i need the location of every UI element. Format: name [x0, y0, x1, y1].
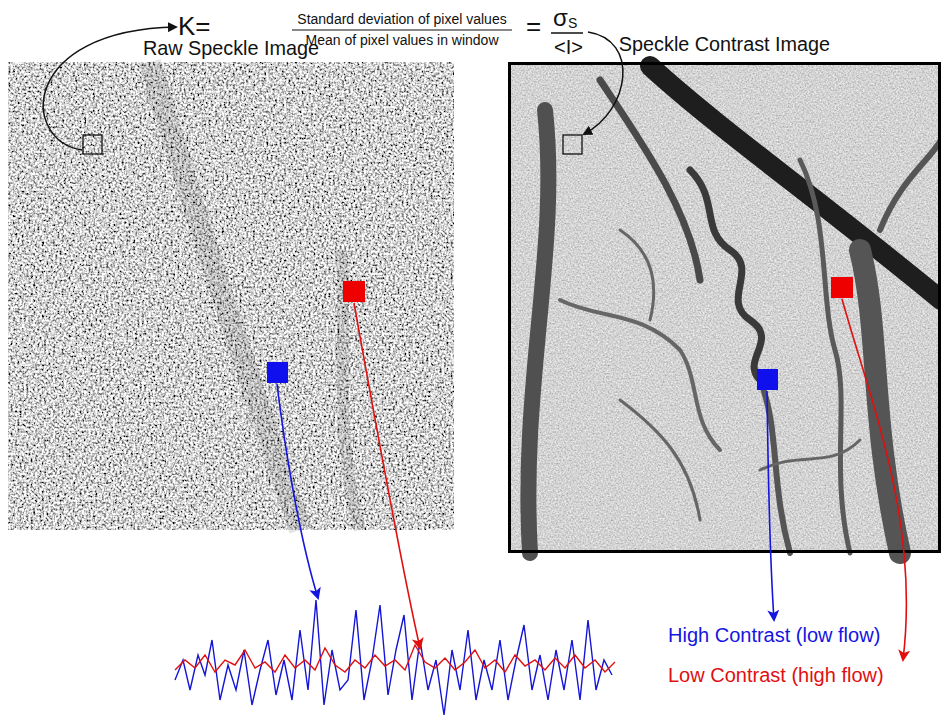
- leader-arrow: [354, 303, 420, 648]
- formula-arrow: [584, 32, 623, 134]
- window-square: [563, 135, 582, 154]
- flow-label: Low Contrast (high flow): [668, 664, 884, 686]
- formula-mean: <I>: [554, 36, 583, 58]
- blue-window: [267, 362, 288, 383]
- formula-subscript: S: [568, 16, 577, 31]
- formula-symbol: K=: [178, 12, 211, 41]
- formula-denominator: Mean of pixel values in window: [306, 33, 499, 48]
- fraction-line: [551, 32, 583, 34]
- formula-sigma: σ: [553, 5, 568, 31]
- raw-speckle-image: [8, 62, 454, 530]
- leader-arrow: [767, 391, 774, 620]
- red-trace: [175, 645, 615, 672]
- image-border: [510, 64, 940, 552]
- flow-label: High Contrast (low flow): [668, 624, 880, 646]
- fraction-line: [292, 29, 512, 30]
- contrast-image: [508, 62, 941, 553]
- blue-window: [757, 369, 778, 390]
- window-square: [83, 135, 102, 154]
- leader-arrow: [277, 384, 318, 598]
- formula-numerator: Standard deviation of pixel values: [297, 12, 506, 27]
- formula-equals: =: [526, 12, 541, 41]
- red-window: [831, 277, 853, 298]
- leader-arrow: [842, 299, 906, 660]
- vessels: [528, 66, 941, 553]
- faint-vessels: [150, 62, 360, 530]
- red-window: [343, 281, 365, 302]
